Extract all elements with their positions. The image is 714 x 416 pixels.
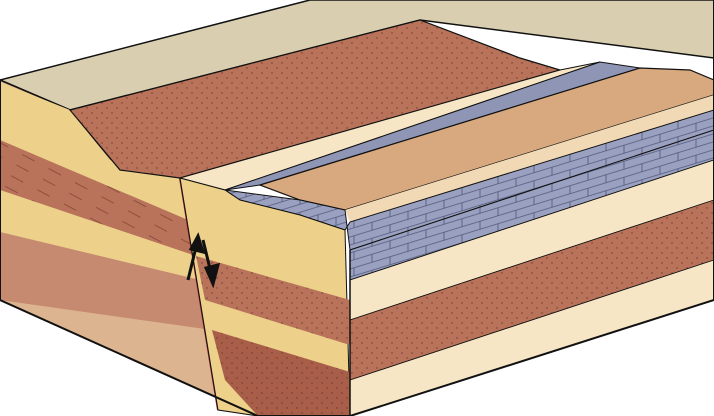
fault-displacement-arrows-icon [186, 232, 221, 289]
left-layer-red-dashes [0, 140, 196, 256]
left-layer-cream [0, 190, 200, 280]
red-sandstone-dots [70, 20, 560, 178]
cream-band-right [345, 95, 714, 222]
lower-red-front-dots [350, 200, 714, 380]
left-layer-yellow [0, 82, 188, 220]
fault-side-red-dots [196, 256, 350, 345]
fault-side-lower-red-dots [212, 330, 350, 416]
left-layer-lower-red [0, 232, 212, 330]
